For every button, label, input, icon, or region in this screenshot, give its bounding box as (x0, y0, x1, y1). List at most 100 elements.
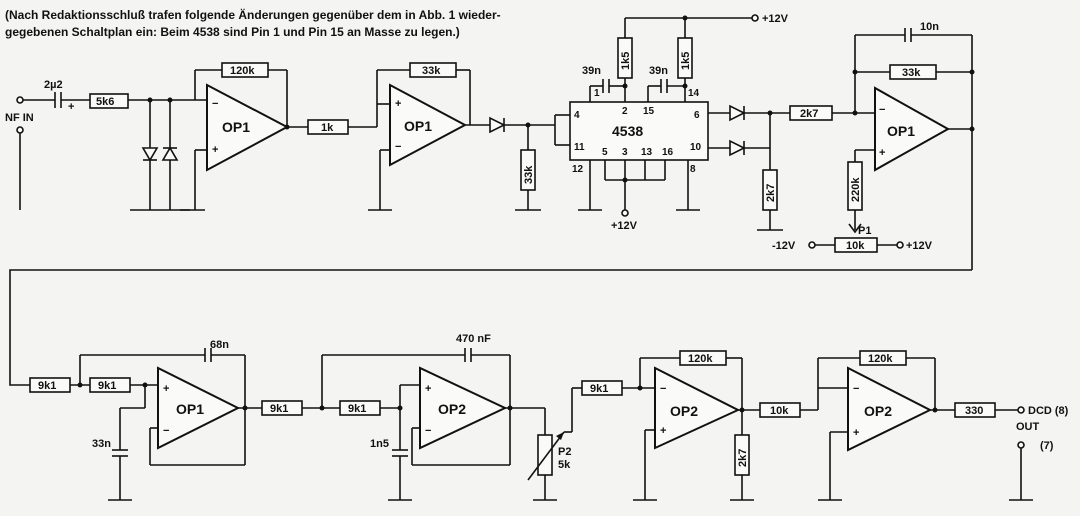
terminal-nf-in (16, 96, 24, 104)
label-plus12-top: +12V (762, 13, 789, 25)
label-1k5-b: 1k5 (680, 52, 692, 70)
svg-text:13: 13 (641, 147, 653, 158)
terminal-plus12-ic (621, 209, 629, 217)
label-2k7-c: 2k7 (737, 449, 749, 467)
op1-stage-1: OP1 − + 120k 1k (180, 62, 377, 211)
svg-text:8: 8 (690, 164, 696, 175)
label-10n: 10n (920, 21, 939, 33)
label-4538: 4538 (612, 123, 643, 139)
op1-symbol-1 (206, 83, 290, 172)
op2-symbol-2 (654, 366, 741, 450)
correction-note-line-2: gegebenen Schaltplan ein: Beim 4538 sind… (5, 25, 460, 39)
label-9k1-d: 9k1 (348, 403, 366, 415)
diode-2 (489, 116, 506, 134)
svg-text:−: − (660, 383, 666, 395)
output-diodes: 2k7 2k7 (708, 104, 875, 231)
label-33k-c: 33k (902, 67, 921, 79)
input-stage: NF IN 2µ2 + 5k6 (5, 79, 207, 211)
correction-note-line-1: (Nach Redaktionsschluß trafen folgende Ä… (5, 8, 501, 22)
label-2k7-h: 2k7 (800, 108, 818, 120)
label-2u2: 2µ2 (44, 79, 63, 91)
svg-text:−: − (163, 425, 169, 437)
op2-stage-2: 9k1 120k OP2 − + 2k7 10k (581, 350, 818, 501)
label-op2-3: OP2 (864, 403, 892, 419)
terminal-dcd (1017, 406, 1025, 414)
label-33k-v: 33k (523, 165, 535, 184)
op1-symbol-4 (157, 366, 241, 450)
label-5k6: 5k6 (96, 96, 114, 108)
filter-stage-2: 470 nF 9k1 1n5 OP2 + − P2 5k (319, 333, 582, 501)
label-9k1-b: 9k1 (98, 380, 116, 392)
svg-text:15: 15 (643, 106, 655, 117)
capacitor-2u2 (54, 92, 62, 108)
svg-text:+: + (68, 101, 74, 113)
svg-text:+: + (395, 98, 401, 110)
label-470nf: 470 nF (456, 333, 491, 345)
svg-text:16: 16 (662, 147, 674, 158)
resistor-2k7-v (762, 169, 778, 211)
label-220k: 220k (850, 177, 862, 202)
filter-stage-1: 9k1 9k1 68n OP1 + − 33n 9k1 (29, 339, 340, 501)
label-2k7-v: 2k7 (765, 184, 777, 202)
label-1k5-a: 1k5 (620, 52, 632, 70)
ic-4538-body (569, 101, 709, 161)
svg-text:2: 2 (622, 106, 628, 117)
svg-text:+: + (425, 383, 431, 395)
svg-text:−: − (853, 383, 859, 395)
svg-text:+: + (853, 427, 859, 439)
label-33k-fb: 33k (422, 65, 441, 77)
label-1n5: 1n5 (370, 438, 389, 450)
op1-symbol-3 (874, 86, 951, 172)
svg-text:1: 1 (594, 88, 600, 99)
terminal-plus12-top (751, 14, 759, 22)
label-39n-a: 39n (582, 65, 601, 77)
label-p1-10k: 10k (846, 240, 865, 252)
op1-stage-2: OP1 + − 33k 33k (368, 62, 570, 211)
svg-text:6: 6 (694, 110, 700, 121)
resistor-5k6 (89, 93, 129, 109)
svg-text:3: 3 (622, 147, 628, 158)
label-op1-2: OP1 (404, 118, 432, 134)
svg-text:4: 4 (574, 110, 580, 121)
op2-stage-3: 120k OP2 − + 330 DCD (8) OUT (7) (817, 350, 1069, 501)
svg-text:−: − (395, 141, 401, 153)
svg-text:14: 14 (688, 88, 700, 99)
terminal-ground-in (16, 126, 24, 134)
label-minus12: -12V (772, 240, 796, 252)
label-op1-3: OP1 (887, 123, 915, 139)
label-plus12-ic: +12V (611, 220, 638, 232)
label-out: OUT (1016, 421, 1040, 433)
label-p2-5k: 5k (558, 459, 571, 471)
op1-stage-3: OP1 − + 10n 33k 220k P1 -12V 10k +12V (772, 21, 975, 270)
terminal-plus12-pot (896, 241, 904, 249)
label-op2-2: OP2 (670, 403, 698, 419)
svg-text:12: 12 (572, 164, 584, 175)
label-330: 330 (965, 405, 983, 417)
op2-symbol-3 (847, 366, 933, 452)
label-p1: P1 (858, 225, 871, 237)
label-nf-in: NF IN (5, 112, 34, 124)
label-10k: 10k (770, 405, 789, 417)
label-dcd: DCD (8) (1028, 405, 1069, 417)
label-9k1-c: 9k1 (270, 403, 288, 415)
op2-symbol-1 (419, 366, 508, 450)
label-op2-1: OP2 (438, 401, 466, 417)
label-39n-b: 39n (649, 65, 668, 77)
svg-text:−: − (212, 98, 218, 110)
label-9k1-e: 9k1 (590, 383, 608, 395)
svg-text:10: 10 (690, 142, 702, 153)
label-120k-1: 120k (230, 65, 255, 77)
svg-text:11: 11 (574, 142, 585, 153)
label-plus12-pot: +12V (906, 240, 933, 252)
label-9k1-a: 9k1 (38, 380, 56, 392)
svg-text:−: − (425, 425, 431, 437)
label-68n: 68n (210, 339, 229, 351)
label-op1-1: OP1 (222, 119, 250, 135)
label-120k-c: 120k (868, 353, 893, 365)
label-out-pin: (7) (1040, 440, 1054, 452)
svg-text:+: + (163, 383, 169, 395)
resistor-33k-v (520, 149, 536, 191)
svg-text:−: − (879, 104, 885, 116)
label-1k: 1k (321, 122, 334, 134)
